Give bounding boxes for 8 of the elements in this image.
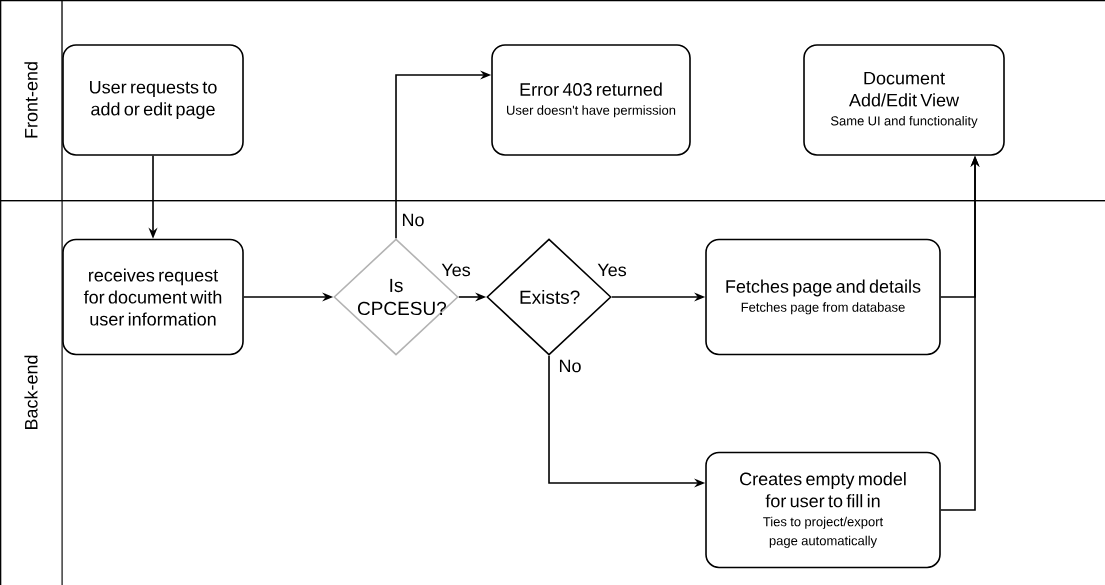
edge-label: No (557, 358, 583, 374)
process-box: Error 403 returned User doesn't have permission (491, 44, 691, 156)
process-box: Fetches page and details Fetches page from database (705, 238, 941, 356)
process-box: Creates empty model for user to fill in Ties to project/export page automatically (705, 451, 941, 569)
process-box: User requests to add or edit page (62, 44, 244, 156)
process-box: receives request for document with user information (62, 238, 244, 356)
edge-label: No (400, 212, 426, 228)
process-box: Document Add/Edit View Same UI and functionality (803, 44, 1005, 156)
